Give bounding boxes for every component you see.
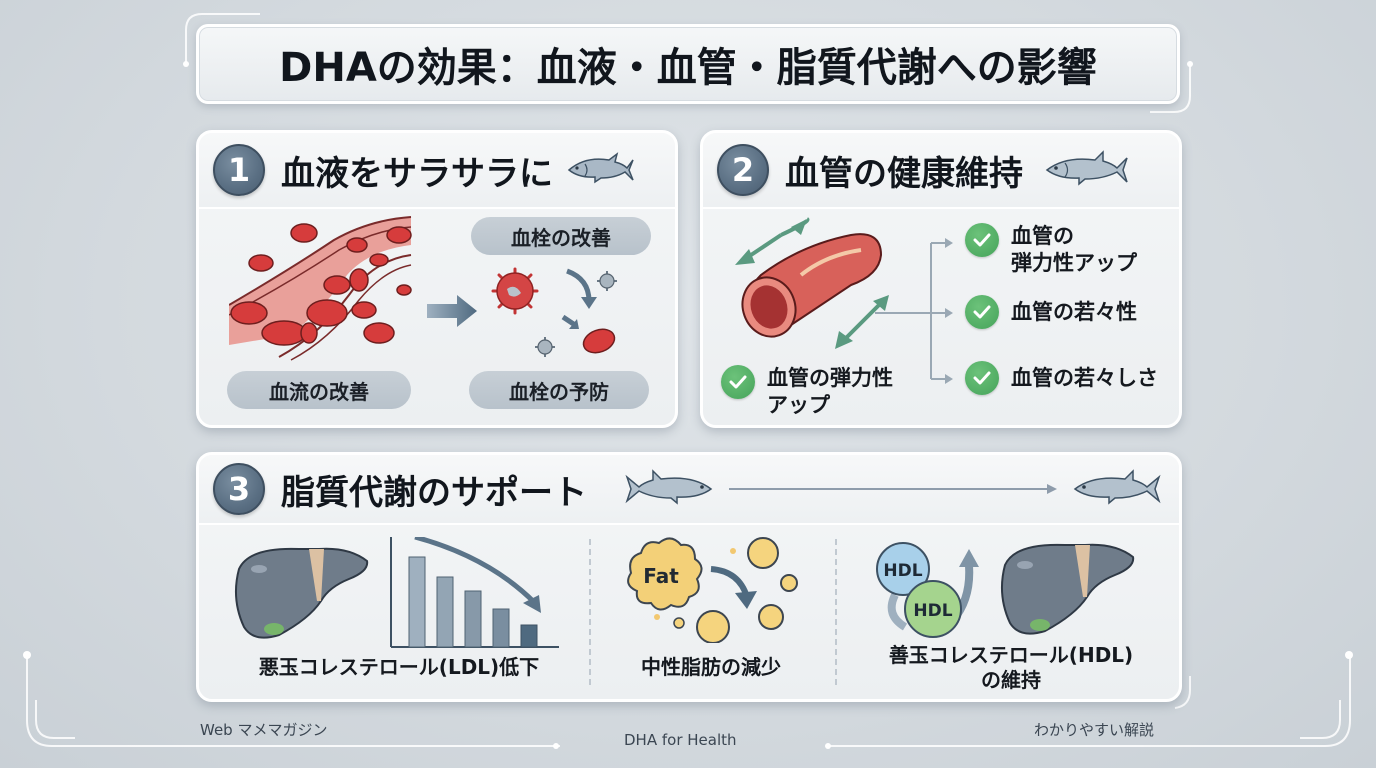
check-text-line: 血管の <box>1011 224 1074 248</box>
check-text-line: 弾力性アップ <box>1011 251 1137 275</box>
page-title: DHAの効果：血液・血管・脂質代謝への影響 <box>279 45 1097 91</box>
fish-icon <box>1071 467 1163 511</box>
title-banner: DHAの効果：血液・血管・脂質代謝への影響 <box>196 24 1180 104</box>
divider <box>835 539 837 685</box>
check-icon <box>721 365 755 399</box>
check-item-3: 血管の若々しさ <box>965 361 1158 395</box>
divider <box>589 539 591 685</box>
branch-connector-lines <box>875 233 955 397</box>
number-badge: 1 <box>213 144 265 196</box>
check-icon <box>965 361 999 395</box>
panel-lipid-title: 脂質代謝のサポート <box>281 472 587 513</box>
fat-reduction-illustration: Fat <box>623 531 803 647</box>
liver-icon <box>229 539 379 647</box>
fat-badge-text: Fat <box>643 564 679 588</box>
fish-icon <box>1043 148 1129 192</box>
panel-blood: 1 血液をサラサラに <box>196 130 678 428</box>
panel-lipid: 3 脂質代謝のサポート <box>196 452 1182 702</box>
footer-right-text: わかりやすい解説 <box>1034 721 1155 739</box>
liver-icon <box>995 535 1145 643</box>
check-text-line: 血管の若々性 <box>1011 300 1137 324</box>
arrow-right-icon <box>427 293 479 333</box>
check-item-1: 血管の 弾力性アップ <box>965 223 1137 277</box>
check-icon <box>965 295 999 329</box>
blood-vessel-tube-illustration <box>731 215 931 369</box>
number-badge: 3 <box>213 463 265 515</box>
fish-icon <box>623 467 715 511</box>
caption-hdl-maintenance: 善玉コレステロール(HDL) の維持 <box>851 643 1171 693</box>
ldl-decrease-bar-chart <box>389 534 561 653</box>
fish-icon <box>565 150 635 190</box>
blood-clot-illustration <box>485 263 625 367</box>
footer-left-text: Web マメマガジン <box>200 721 328 739</box>
check-icon <box>965 223 999 257</box>
check-text-line: アップ <box>767 393 830 417</box>
check-text-line: 血管の弾力性 <box>767 366 893 390</box>
label-thrombus-improvement: 血栓の改善 <box>471 217 651 255</box>
label-blood-flow-improvement: 血流の改善 <box>227 371 411 409</box>
caption-ldl-decrease: 悪玉コレステロール(LDL)低下 <box>258 655 540 679</box>
panel-blood-header: 1 血液をサラサラに <box>199 133 675 209</box>
hdl-illustration: HDL HDL <box>875 535 985 649</box>
hdl-badge-text: HDL <box>913 601 952 621</box>
blood-vessel-illustration <box>228 215 429 369</box>
footer-center-text: DHA for Health <box>624 731 737 749</box>
caption-line: の維持 <box>981 668 1041 692</box>
panel-blood-title: 血液をサラサラに <box>281 153 553 194</box>
hdl-badge-text: HDL <box>883 561 922 581</box>
panel-lipid-header: 3 脂質代謝のサポート <box>199 455 1179 525</box>
check-text-line: 血管の若々しさ <box>1011 366 1158 390</box>
number-badge: 2 <box>717 144 769 196</box>
panel-vessel-header: 2 血管の健康維持 <box>703 133 1179 209</box>
caption-triglyceride-decrease: 中性脂肪の減少 <box>641 655 781 679</box>
check-item-2: 血管の若々性 <box>965 295 1137 329</box>
caption-line: 善玉コレステロール(HDL) <box>888 643 1134 667</box>
progress-arrow-line <box>729 480 1059 499</box>
check-item-elasticity-left: 血管の弾力性 アップ <box>721 365 893 419</box>
label-thrombus-prevention: 血栓の予防 <box>469 371 649 409</box>
panel-vessel: 2 血管の健康維持 <box>700 130 1182 428</box>
panel-vessel-title: 血管の健康維持 <box>785 153 1023 194</box>
